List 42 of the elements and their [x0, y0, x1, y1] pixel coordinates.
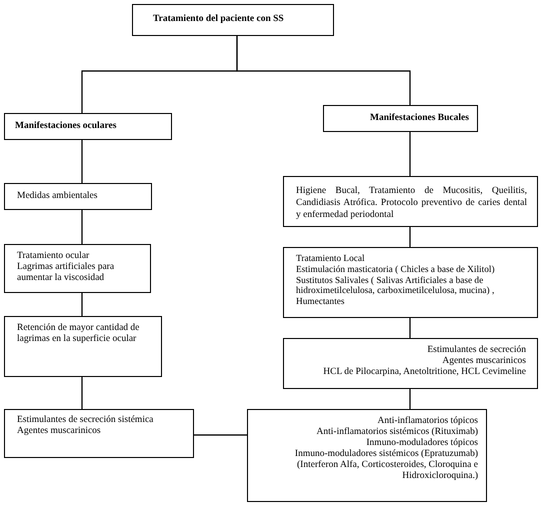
box-text: Anti-inflamatorios tópicos — [376, 416, 478, 427]
process-box — [283, 338, 538, 389]
box-text: Estimulantes de secreción — [426, 345, 526, 356]
box-text: Inmuno-moduladores sistémicos (Epratuzumab) (Interferon Alfa, Corticosteroides, Cloroquina e Hidroxicloroquina.) — [294, 449, 478, 482]
box-text: Tratamiento ocular — [17, 251, 90, 262]
process-box — [283, 247, 538, 318]
box-text: Agentes muscarinicos — [17, 426, 102, 437]
heading-text: Tratamiento del paciente con SS — [153, 14, 285, 25]
process-box — [4, 183, 152, 210]
box-text: Inmuno-moduladores tópicos — [365, 438, 478, 449]
connector-line — [409, 227, 411, 247]
connector-line — [409, 389, 411, 409]
heading-text: Manifestaciones Bucales — [370, 113, 470, 124]
connector-line — [81, 293, 83, 316]
box-text: Anti-inflamatorios sistémicos (Rituximab) — [316, 427, 478, 438]
box-text: Tratamiento Local — [296, 254, 366, 265]
category-box — [4, 113, 172, 140]
box-text: Humectantes — [296, 297, 346, 308]
box-text: Higiene Bucal, Tratamiento de Mucositis, Queilitis, Candidiasis Atrófica. Protocolo preventivo de caries dental y enfermedad periodontal — [296, 185, 527, 221]
root-box — [132, 4, 334, 36]
box-text: Sustitutos Salivales ( Salivas Artificiales a base de hidroximetilcelulosa, carboximetilcelulosa, mucina) , — [296, 276, 496, 298]
process-box — [4, 409, 194, 458]
connector-line — [194, 434, 247, 436]
connector-line — [81, 210, 83, 244]
connector-line — [409, 132, 411, 176]
connector-line — [409, 318, 411, 338]
connector-line — [236, 36, 411, 105]
process-box — [283, 176, 538, 227]
box-text: Agentes muscarinicos — [441, 356, 526, 367]
box-text: Medidas ambientales — [17, 191, 98, 202]
process-box — [4, 244, 151, 293]
box-text: HCL de Pilocarpina, Anetoltritione, HCL Cevimeline — [322, 367, 526, 378]
connector-line — [81, 377, 83, 409]
box-text: Retención de mayor cantidad de lagrimas en la superficie ocular — [17, 323, 140, 345]
connector-line — [81, 140, 83, 183]
box-text: Estimulación masticatoria ( Chicles a base de Xilitol) — [296, 264, 496, 276]
box-text: Estimulantes de secreción sistémica — [17, 415, 154, 426]
category-box — [323, 105, 478, 132]
heading-text: Manifestaciones oculares — [15, 121, 118, 132]
process-box — [4, 316, 162, 377]
box-text: Lagrimas artificiales para aumentar la viscosidad — [17, 262, 116, 284]
process-box — [247, 409, 487, 502]
